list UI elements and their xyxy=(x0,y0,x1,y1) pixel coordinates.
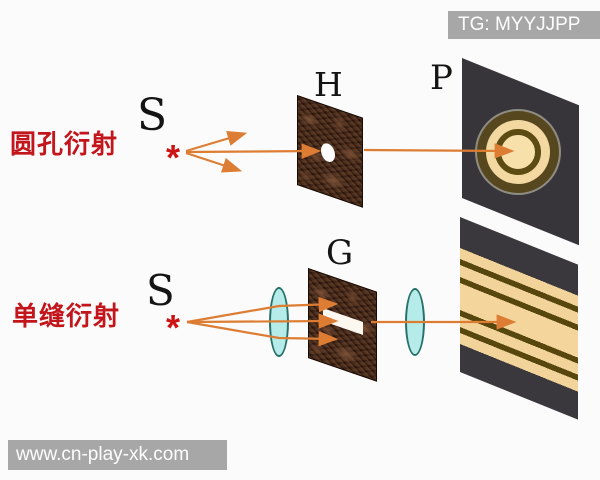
source-star-icon-top: * xyxy=(166,137,181,178)
experiment-title-circular-hole: 圆孔衍射 xyxy=(10,129,119,159)
telegram-watermark: TG: MYYJJPP xyxy=(448,11,600,39)
circular-hole xyxy=(321,141,335,165)
slit-opening xyxy=(323,308,363,335)
source-label-s-top: S xyxy=(137,90,168,141)
source-label-s-bottom: S xyxy=(146,266,175,315)
diffraction-ring-inner xyxy=(495,129,541,175)
plate-label-g: G xyxy=(326,233,354,273)
website-watermark: www.cn-play-xk.com xyxy=(8,440,227,470)
light-ray-up xyxy=(185,131,248,153)
experiment-title-single-slit: 单缝衍射 xyxy=(12,301,121,331)
observation-screen-slit xyxy=(460,217,578,420)
screen-label-p: P xyxy=(430,58,453,98)
converging-lens-left xyxy=(269,287,289,357)
light-ray-down xyxy=(185,151,243,173)
aperture-plate-g xyxy=(308,268,377,382)
plate-label-h: H xyxy=(314,65,343,104)
converging-lens-right xyxy=(405,288,425,356)
source-star-icon-bottom: * xyxy=(166,307,181,348)
aperture-plate-h xyxy=(297,95,363,208)
